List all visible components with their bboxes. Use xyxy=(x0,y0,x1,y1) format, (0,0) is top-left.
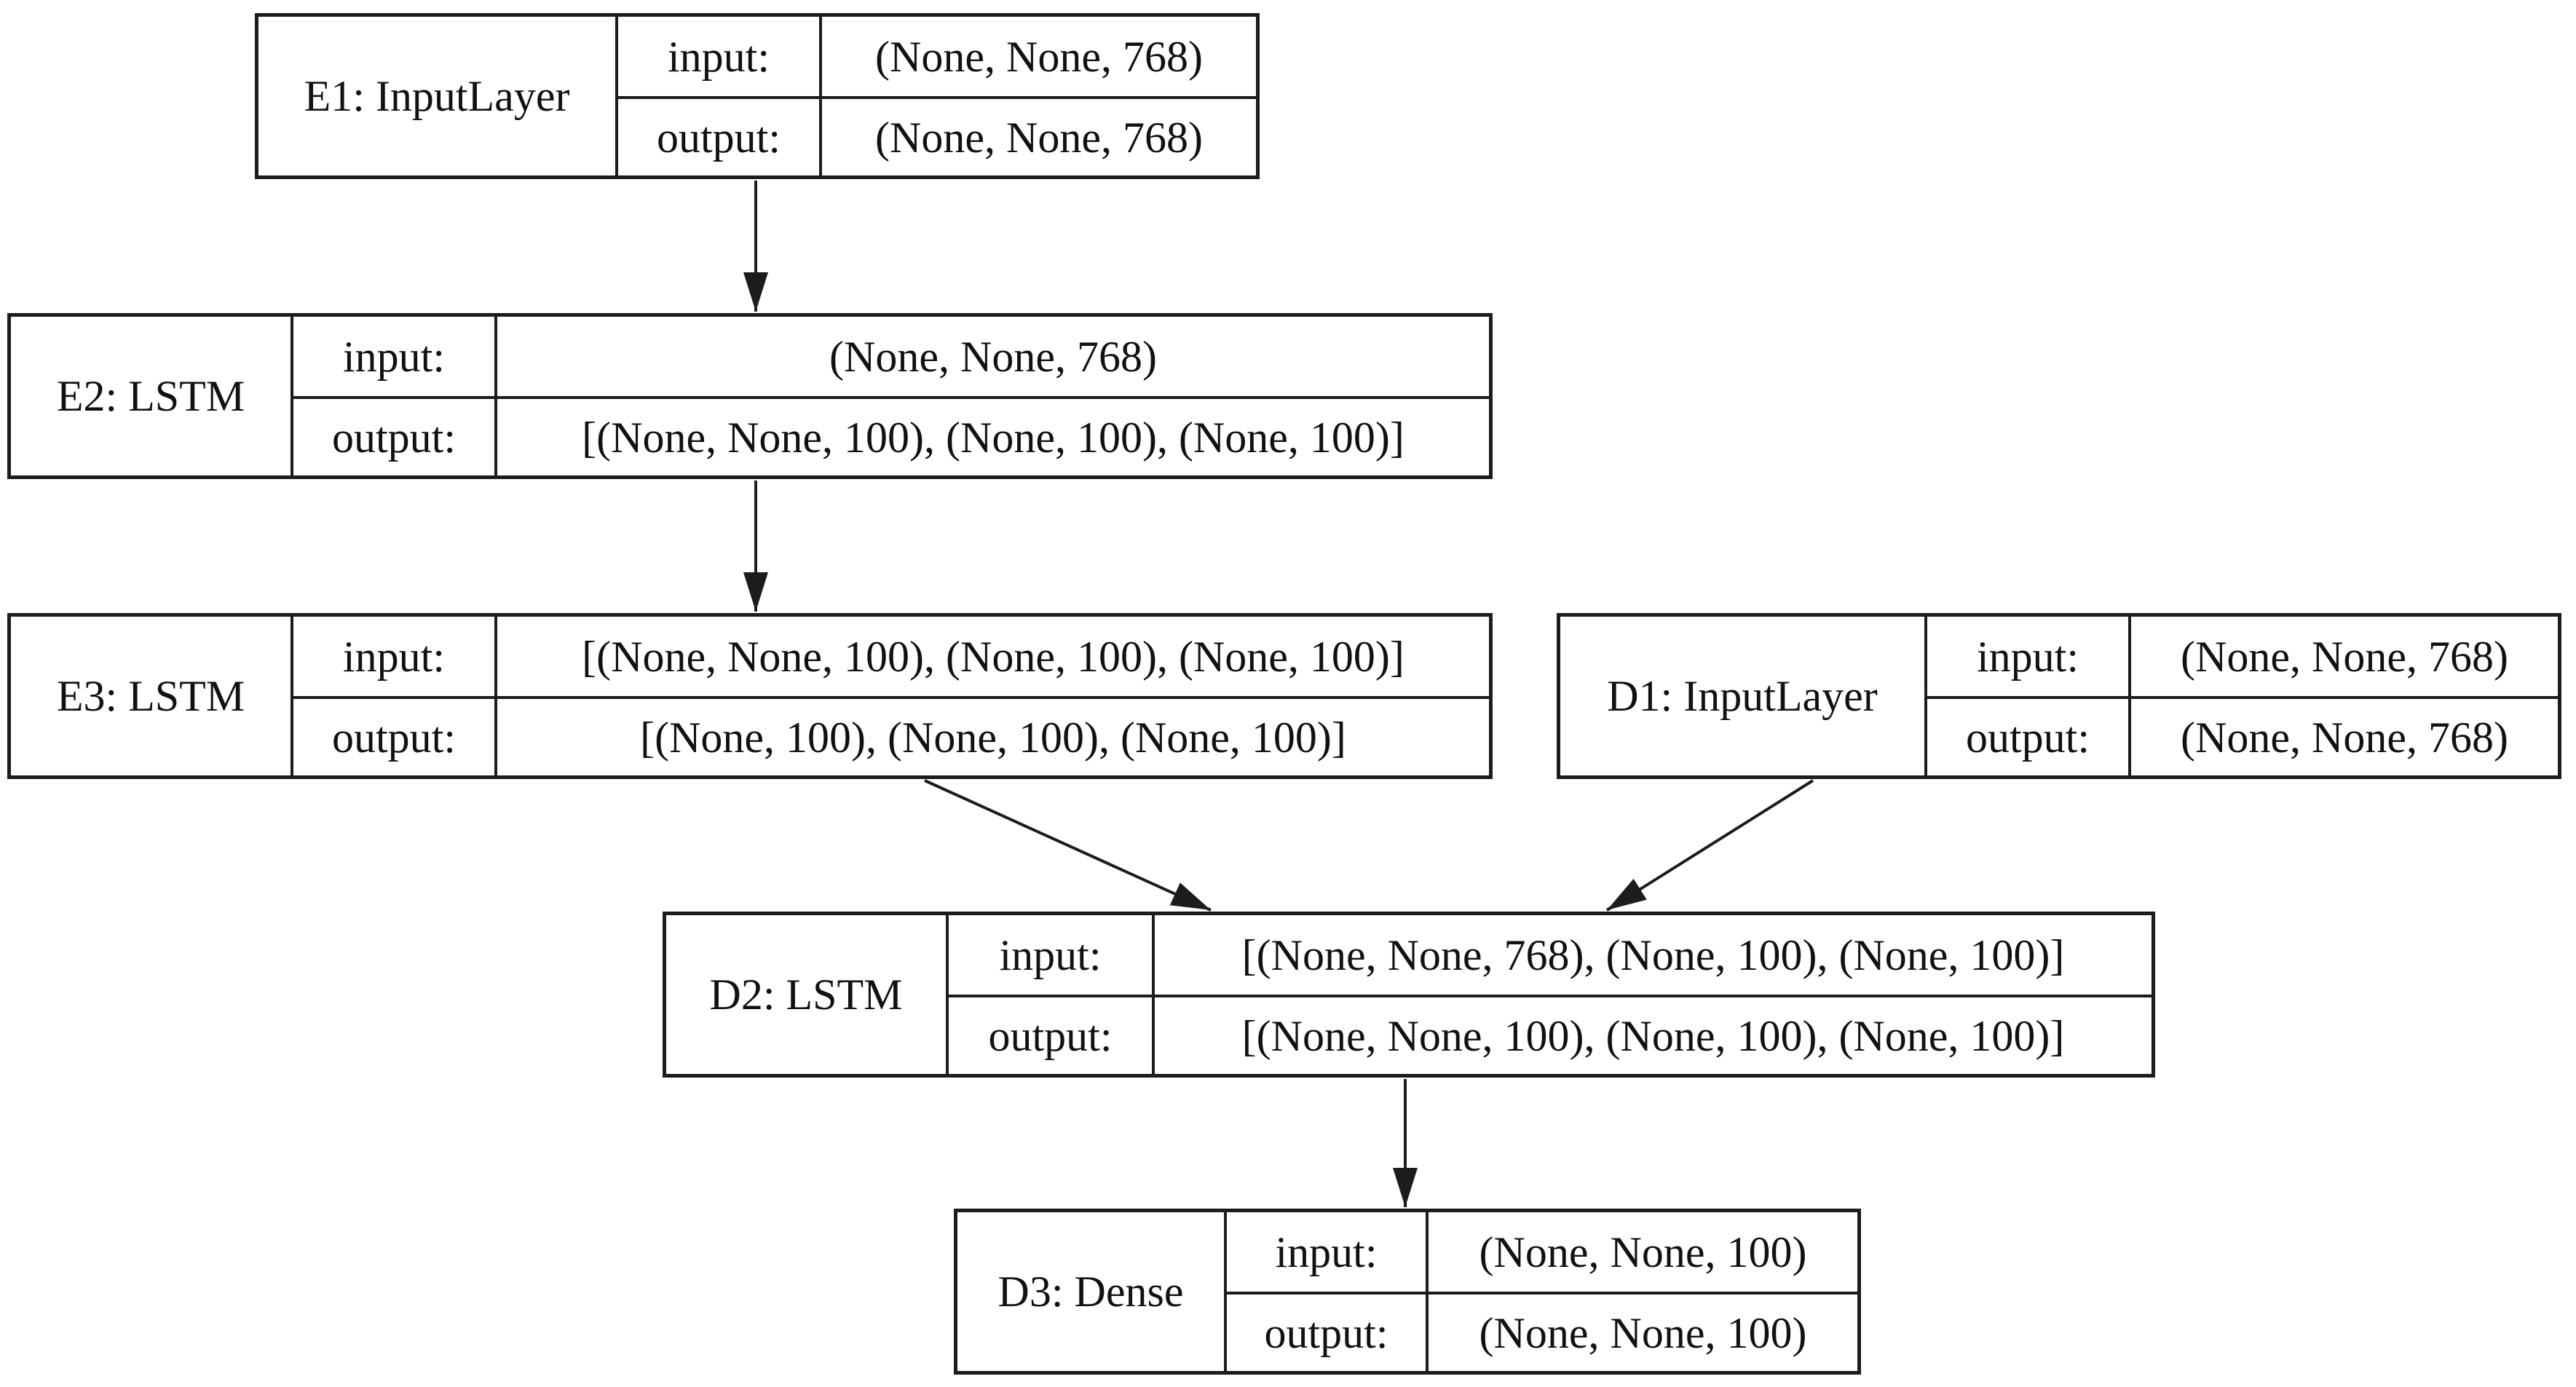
input-label: input: xyxy=(1924,617,2128,696)
output-shape: [(None, None, 100), (None, 100), (None, … xyxy=(494,396,1489,475)
layer-node-d2: D2: LSTM input: [(None, None, 768), (Non… xyxy=(663,912,2155,1078)
layer-node-e3: E3: LSTM input: [(None, None, 100), (Non… xyxy=(7,613,1493,779)
input-shape: [(None, None, 768), (None, 100), (None, … xyxy=(1152,915,2152,995)
layer-name: D1: InputLayer xyxy=(1607,672,1878,720)
input-shape: (None, None, 768) xyxy=(819,17,1256,96)
layer-node-d3: D3: Dense input: (None, None, 100) outpu… xyxy=(954,1209,1861,1375)
output-label: output: xyxy=(291,396,494,475)
output-label: output: xyxy=(291,696,494,775)
input-shape: [(None, None, 100), (None, 100), (None, … xyxy=(494,617,1489,696)
input-label: input: xyxy=(615,17,819,96)
input-shape: (None, None, 768) xyxy=(2128,617,2558,696)
output-shape: (None, None, 768) xyxy=(819,96,1256,175)
layer-node-e1: E1: InputLayer input: (None, None, 768) … xyxy=(255,13,1260,179)
edge-e3-d2 xyxy=(924,779,1212,912)
output-label: output: xyxy=(615,96,819,175)
output-shape: (None, None, 768) xyxy=(2128,696,2558,775)
output-label: output: xyxy=(1924,696,2128,775)
input-label: input: xyxy=(1224,1212,1426,1292)
layer-name: D3: Dense xyxy=(997,1268,1184,1316)
output-shape: [(None, None, 100), (None, 100), (None, … xyxy=(1152,995,2152,1074)
input-label: input: xyxy=(291,617,494,696)
layer-node-e2: E2: LSTM input: (None, None, 768) output… xyxy=(7,313,1493,479)
output-label: output: xyxy=(1224,1292,1426,1371)
layer-name: E1: InputLayer xyxy=(304,72,570,120)
input-shape: (None, None, 768) xyxy=(494,317,1489,396)
layer-name: D2: LSTM xyxy=(709,971,903,1019)
input-label: input: xyxy=(291,317,494,396)
layer-name: E3: LSTM xyxy=(56,672,245,720)
layer-node-d1: D1: InputLayer input: (None, None, 768) … xyxy=(1557,613,2561,779)
layer-name: E2: LSTM xyxy=(56,372,245,420)
output-shape: (None, None, 100) xyxy=(1426,1292,1857,1371)
edge-d1-d2 xyxy=(1605,779,1814,912)
input-shape: (None, None, 100) xyxy=(1426,1212,1857,1292)
output-shape: [(None, 100), (None, 100), (None, 100)] xyxy=(494,696,1489,775)
output-label: output: xyxy=(946,995,1152,1074)
input-label: input: xyxy=(946,915,1152,995)
